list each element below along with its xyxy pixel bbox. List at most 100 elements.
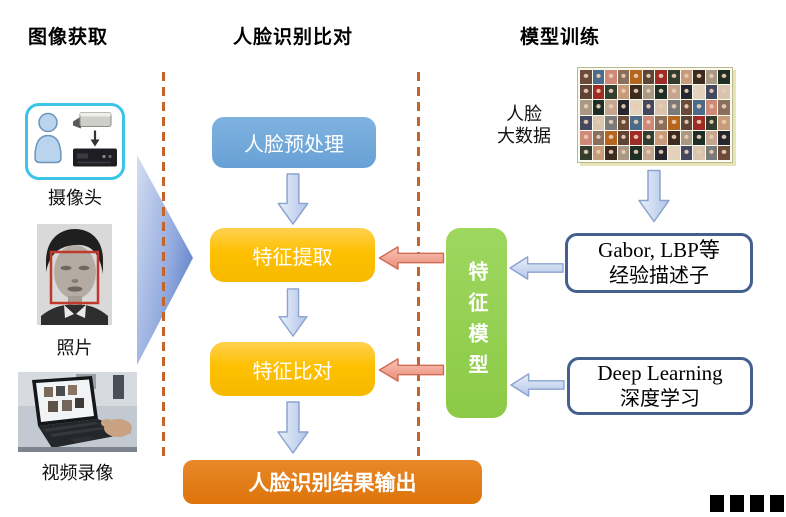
face-thumbnail (617, 130, 630, 145)
footer-square (710, 495, 724, 512)
face-thumbnail (655, 115, 668, 130)
face-thumbnail (693, 145, 705, 160)
face-thumbnail (655, 100, 668, 115)
shirt-shape (41, 304, 108, 325)
face-thumbnail (668, 145, 680, 160)
face-photo-image (37, 224, 112, 325)
face-thumbnail (680, 85, 693, 100)
face-thumbnail (592, 85, 605, 100)
face-thumbnail (592, 70, 605, 85)
deep-learning-line2: 深度学习 (620, 387, 700, 410)
step-result-output: 人脸识别结果输出 (183, 460, 482, 504)
face-thumbnail (592, 100, 605, 115)
flow-arrow-down-icon (637, 169, 671, 224)
input-arrow-left-icon (505, 372, 569, 398)
flow-arrow-down-icon (276, 400, 310, 456)
face-thumbnail (718, 115, 730, 130)
input-arrow-left-icon (505, 255, 567, 281)
face-thumbnail (718, 130, 730, 145)
face-thumbnail (655, 85, 668, 100)
flow-arrow-down-icon (276, 173, 310, 226)
background-figure (113, 375, 124, 399)
face-detection-box (49, 250, 100, 305)
face-thumbnail (617, 100, 630, 115)
face-thumbnail (693, 115, 705, 130)
descriptor-box: Gabor, LBP等 经验描述子 (565, 233, 753, 293)
face-thumbnail (680, 145, 693, 160)
header-image-acquisition: 图像获取 (28, 27, 109, 48)
video-label: 视频录像 (41, 463, 114, 483)
footer-squares (710, 495, 784, 512)
face-thumbnail (605, 85, 617, 100)
face-thumbnail (580, 130, 592, 145)
face-thumbnail (605, 100, 617, 115)
face-thumbnail (630, 145, 642, 160)
face-thumbnail (705, 70, 718, 85)
big-data-label: 人脸 大数据 (489, 103, 559, 147)
face-thumbnail (718, 100, 730, 115)
face-thumbnail (580, 145, 592, 160)
laptop-photo-image (18, 372, 137, 452)
face-thumbnail (617, 115, 630, 130)
face-thumbnail (693, 100, 705, 115)
face-thumbnail (605, 115, 617, 130)
face-thumbnail (668, 85, 680, 100)
face-thumbnail (668, 70, 680, 85)
deep-learning-box: Deep Learning 深度学习 (567, 357, 753, 415)
big-data-line2: 大数据 (497, 126, 551, 146)
face-thumbnail (642, 100, 655, 115)
face-thumbnail (592, 130, 605, 145)
big-right-triangle-icon (137, 155, 193, 365)
face-thumbnail (668, 130, 680, 145)
hair-shape (46, 229, 103, 274)
dashed-divider-left (162, 72, 165, 462)
photo-label: 照片 (56, 338, 93, 358)
feed-arrow-left-icon (374, 245, 448, 271)
face-thumbnail (718, 145, 730, 160)
face-thumbnail (630, 70, 642, 85)
face-thumbnail (705, 145, 718, 160)
face-collage (577, 67, 733, 163)
face-thumbnail (718, 70, 730, 85)
face-thumbnail (668, 115, 680, 130)
feature-model-box: 特征模型 (446, 228, 507, 418)
face-thumbnail (655, 145, 668, 160)
face-thumbnail (630, 85, 642, 100)
face-thumbnail (605, 145, 617, 160)
big-data-line1: 人脸 (506, 104, 542, 124)
face-thumbnail (605, 70, 617, 85)
face-thumbnail (642, 145, 655, 160)
face-thumbnail (580, 85, 592, 100)
face-thumbnail (642, 130, 655, 145)
descriptor-line2: 经验描述子 (609, 264, 709, 287)
face-thumbnail (580, 70, 592, 85)
face-thumbnail (630, 130, 642, 145)
face-thumbnail (617, 145, 630, 160)
footer-square (770, 495, 784, 512)
cctv-camera-icon (73, 116, 81, 129)
face-thumbnail (617, 85, 630, 100)
face-thumbnail (592, 145, 605, 160)
person-icon (38, 112, 58, 133)
face-thumbnail (693, 130, 705, 145)
header-model-training: 模型训练 (520, 27, 601, 48)
face-thumbnail (705, 115, 718, 130)
flow-arrow-down-icon (276, 288, 310, 338)
face-thumbnail (680, 130, 693, 145)
face-thumbnail (705, 130, 718, 145)
face-thumbnail (680, 115, 693, 130)
header-face-recognition: 人脸识别比对 (233, 27, 354, 48)
face-thumbnail (668, 100, 680, 115)
step-feature-compare: 特征比对 (210, 342, 375, 396)
face-thumbnail (642, 115, 655, 130)
face-thumbnail (718, 85, 730, 100)
face-thumbnail (592, 115, 605, 130)
feed-arrow-left-icon (374, 357, 448, 383)
step-feature-extract: 特征提取 (210, 228, 375, 282)
face-thumbnail (680, 70, 693, 85)
footer-square (750, 495, 764, 512)
face-thumbnail (605, 130, 617, 145)
person-and-cctv-dvr-icon (34, 112, 117, 167)
step-face-preprocess: 人脸预处理 (212, 117, 376, 168)
face-thumbnail (705, 100, 718, 115)
